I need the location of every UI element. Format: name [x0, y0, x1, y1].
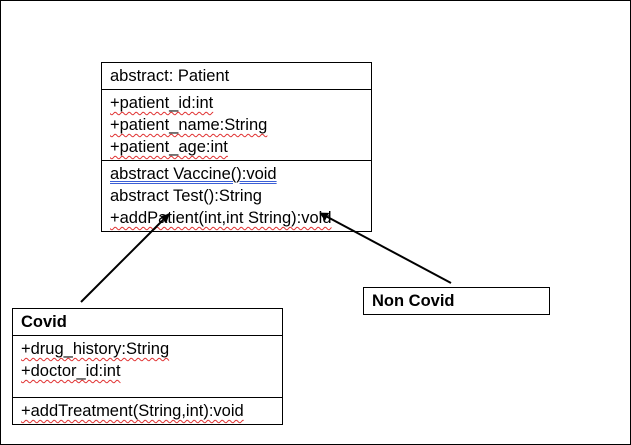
class-patient-name-section: abstract: Patient — [102, 63, 371, 89]
covid-attribute: +drug_history:String — [21, 340, 170, 358]
class-covid-name: Covid — [21, 313, 67, 331]
class-covid: Covid +drug_history:String +doctor_id:in… — [12, 308, 283, 425]
class-covid-attributes: +drug_history:String +doctor_id:int — [13, 335, 282, 397]
covid-attribute: +doctor_id:int — [21, 362, 121, 380]
covid-inherits-arrow — [80, 213, 170, 303]
patient-attribute: +patient_name:String — [110, 116, 268, 134]
class-non-covid-name-section: Non Covid — [364, 288, 549, 314]
class-covid-name-section: Covid — [13, 309, 282, 335]
patient-attribute: +patient_age:int — [110, 138, 228, 156]
patient-method: abstract Test():String — [110, 187, 262, 205]
class-covid-methods: +addTreatment(String,int):void — [13, 397, 282, 424]
non-covid-inherits-arrow — [319, 212, 452, 284]
class-non-covid: Non Covid — [363, 287, 550, 315]
class-patient-name: abstract: Patient — [110, 67, 230, 85]
patient-attribute: +patient_id:int — [110, 94, 214, 112]
covid-method: +addTreatment(String,int):void — [21, 402, 244, 420]
class-non-covid-name: Non Covid — [372, 292, 455, 310]
patient-method: abstract Vaccine():void — [110, 165, 277, 183]
class-patient-attributes: +patient_id:int +patient_name:String +pa… — [102, 89, 371, 160]
